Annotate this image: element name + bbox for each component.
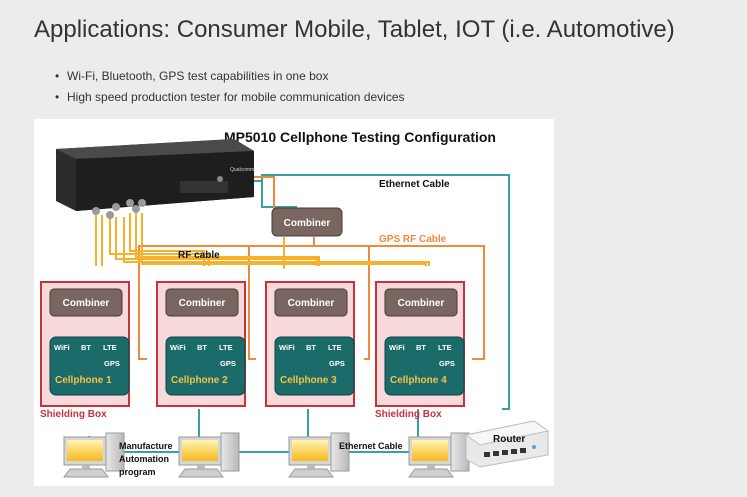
shielding-box-label: Shielding Box	[375, 409, 442, 420]
combiner	[274, 288, 348, 317]
combiner	[384, 288, 458, 317]
computer	[63, 432, 125, 478]
vent-grille	[180, 181, 228, 193]
port-label-wifi: WiFi	[279, 343, 295, 352]
cellphone-label: Cellphone 1	[55, 375, 112, 386]
port-label-lte: LTE	[438, 343, 452, 352]
port-label-bt: BT	[416, 343, 426, 352]
cellphone	[274, 336, 355, 396]
router: Router	[464, 420, 550, 468]
combiner	[165, 288, 239, 317]
shielding-box-label: Shielding Box	[40, 409, 107, 420]
combiner	[49, 288, 123, 317]
port-label-bt: BT	[81, 343, 91, 352]
port-label-bt: BT	[306, 343, 316, 352]
main-combiner: Combiner	[271, 207, 343, 237]
automation-program-label: Manufacture Automation program	[119, 441, 175, 477]
router-label: Router	[493, 434, 525, 445]
ethernet-cable-label-bottom: Ethernet Cable	[339, 441, 403, 451]
combiner-label: Combiner	[398, 298, 445, 309]
ethernet-cable-label: Ethernet Cable	[379, 179, 450, 190]
port-label-lte: LTE	[219, 343, 233, 352]
port-label-gps: GPS	[104, 359, 120, 368]
cellphone-label: Cellphone 4	[390, 375, 447, 386]
cellphone-label: Cellphone 2	[171, 375, 228, 386]
combiner-label: Combiner	[179, 298, 226, 309]
page-title: Applications: Consumer Mobile, Tablet, I…	[34, 16, 675, 43]
diagram-title: MP5010 Cellphone Testing Configuration	[224, 129, 496, 145]
main-combiner-label: Combiner	[284, 218, 331, 229]
rf-port	[92, 199, 146, 219]
combiner-label: Combiner	[288, 298, 335, 309]
cellphone	[49, 336, 130, 396]
port-label-gps: GPS	[439, 359, 455, 368]
cellphone-label: Cellphone 3	[280, 375, 337, 386]
rf-cable-label: RF cable	[178, 250, 220, 261]
computers	[63, 432, 470, 478]
port-label-wifi: WiFi	[170, 343, 186, 352]
gps-rf-cable-label: GPS RF Cable	[379, 234, 447, 245]
port-label-bt: BT	[197, 343, 207, 352]
computer	[178, 432, 240, 478]
bullet-list: Wi-Fi, Bluetooth, GPS test capabilities …	[55, 67, 405, 109]
port-label-lte: LTE	[103, 343, 117, 352]
instrument-brand: Qualcomm	[230, 167, 254, 173]
port-label-wifi: WiFi	[54, 343, 70, 352]
bullet-item: High speed production tester for mobile …	[55, 88, 405, 109]
port-label-gps: GPS	[329, 359, 345, 368]
configuration-diagram: MP5010 Cellphone Testing Configuration Q…	[34, 119, 554, 486]
cellphone	[384, 336, 465, 396]
computer	[408, 432, 470, 478]
computer	[288, 432, 350, 478]
port-label-gps: GPS	[220, 359, 236, 368]
bullet-item: Wi-Fi, Bluetooth, GPS test capabilities …	[55, 67, 405, 88]
combiner-label: Combiner	[63, 298, 110, 309]
port-label-wifi: WiFi	[389, 343, 405, 352]
port-label-lte: LTE	[328, 343, 342, 352]
tester-instrument: Qualcomm	[56, 139, 254, 219]
cellphone	[165, 336, 246, 396]
